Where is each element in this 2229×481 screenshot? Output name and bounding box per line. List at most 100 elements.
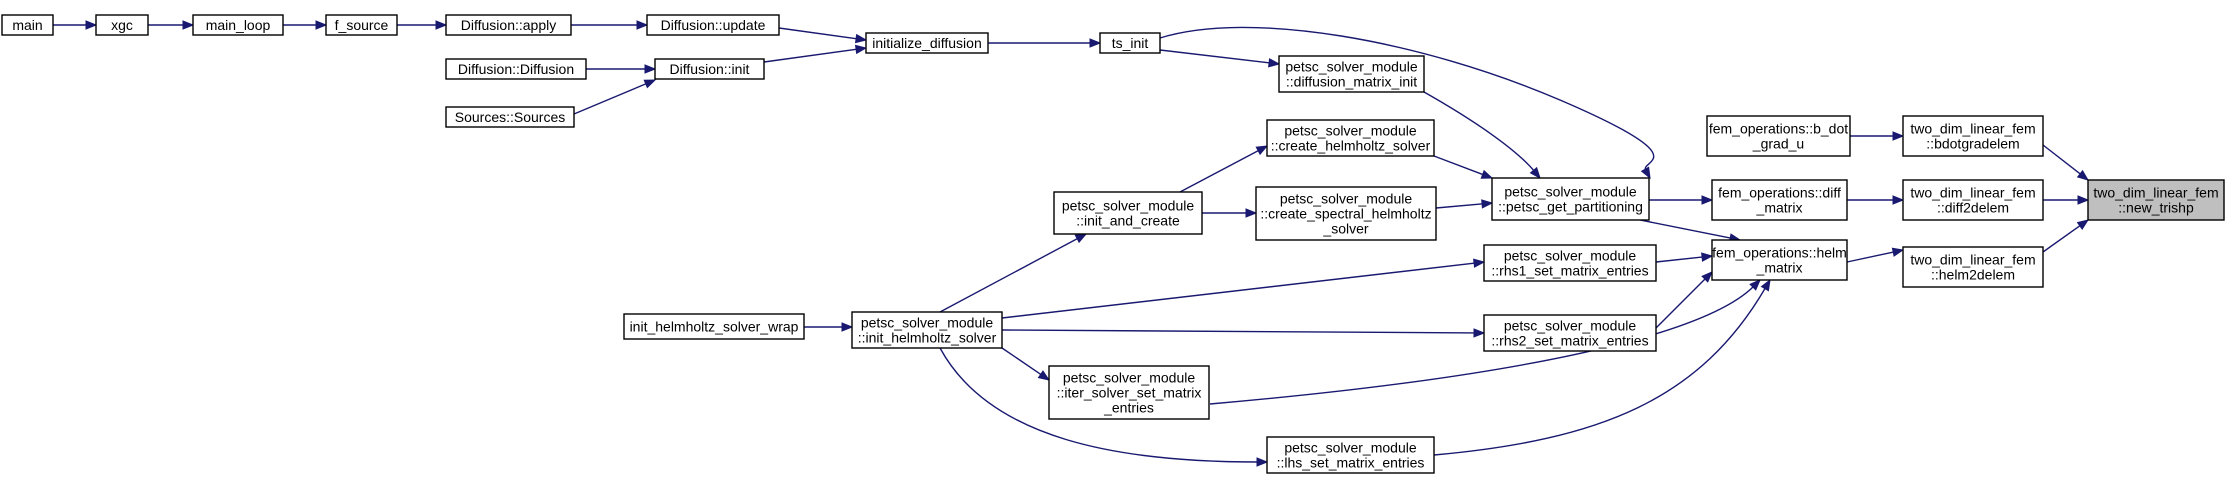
node-label-line: _grad_u (1752, 136, 1804, 152)
node-box (95, 14, 149, 36)
arrowhead-icon (1529, 166, 1541, 180)
edge-b_dot_grad_u-to-bdotgradelem (1850, 131, 1905, 141)
arrowhead-icon (85, 20, 98, 30)
edge-line (573, 82, 647, 115)
node-get-partitioning[interactable]: petsc_solver_module::petsc_get_partition… (1491, 177, 1650, 221)
node-rhs2[interactable]: petsc_solver_module::rhs2_set_matrix_ent… (1483, 314, 1657, 352)
arrowhead-icon (1473, 328, 1486, 338)
node-diff2delem[interactable]: two_dim_linear_fem::diff2delem (1902, 179, 2044, 221)
edge-f_source-to-diff_apply (397, 20, 448, 30)
node-box (654, 58, 765, 80)
edge-rhs2-to-helm_matrix (1655, 271, 1713, 329)
node-label-line: ::helm2delem (1931, 267, 2015, 283)
node-diff-init[interactable]: Diffusion::init (654, 58, 765, 80)
edge-line (1209, 285, 1755, 405)
node-ts-init[interactable]: ts_init (1099, 32, 1161, 54)
edge-line (763, 48, 858, 63)
edge-helm2delem-to-new_trishp (2042, 219, 2090, 253)
node-label-line: ::iter_solver_set_matrix (1057, 385, 1202, 401)
node-label-line: ::lhs_set_matrix_entries (1277, 455, 1425, 471)
edge-line (1655, 277, 1707, 329)
node-label-line: f_source (335, 17, 389, 33)
node-label-line: Diffusion::update (661, 17, 766, 33)
node-box (1711, 239, 1848, 281)
node-label-line: _entries (1103, 400, 1154, 416)
node-label-line: petsc_solver_module (1280, 191, 1413, 207)
arrowhead-icon (2077, 195, 2090, 205)
edge-ts_init-to-get_partitioning (1159, 26, 1655, 180)
edge-line (1639, 219, 1732, 239)
node-main[interactable]: main (1, 14, 54, 36)
node-bdotgradelem[interactable]: two_dim_linear_fem::bdotgradelem (1902, 115, 2044, 157)
arrowhead-icon (1473, 258, 1486, 268)
edge-line (1001, 329, 1476, 334)
node-init-and-create[interactable]: petsc_solver_module::init_and_create (1053, 191, 1203, 235)
node-helm2delem[interactable]: two_dim_linear_fem::helm2delem (1902, 246, 2044, 288)
node-box (445, 14, 572, 36)
arrowhead-icon (644, 64, 657, 74)
edge-diffusion_matrix_init-to-get_partitioning (1423, 91, 1541, 180)
node-create-spectral[interactable]: petsc_solver_module::create_spectral_hel… (1255, 186, 1437, 241)
edge-ts_init-to-diffusion_matrix_init (1159, 49, 1281, 68)
arrowhead-icon (1701, 271, 1713, 283)
edge-main_loop-to-f_source (283, 20, 328, 30)
arrowhead-icon (1089, 38, 1102, 48)
node-label-line: petsc_solver_module (1284, 440, 1417, 456)
node-diff-matrix[interactable]: fem_operations::diff_matrix (1711, 179, 1848, 221)
node-box (1278, 55, 1425, 93)
node-create-helmholtz-solver[interactable]: petsc_solver_module::create_helmholtz_so… (1266, 119, 1435, 157)
node-box (445, 106, 575, 128)
node-sources[interactable]: Sources::Sources (445, 106, 575, 128)
node-helm-matrix[interactable]: fem_operations::helm_matrix (1711, 239, 1848, 281)
edge-line (1423, 91, 1535, 172)
node-label-line: ::diffusion_matrix_init (1286, 74, 1417, 90)
node-init-helmholtz[interactable]: petsc_solver_module::init_helmholtz_solv… (851, 311, 1003, 349)
edge-xgc-to-main_loop (148, 20, 195, 30)
node-box (325, 14, 398, 36)
node-init-diffusion[interactable]: initialize_diffusion (865, 32, 989, 54)
node-lhs[interactable]: petsc_solver_module::lhs_set_matrix_entr… (1266, 436, 1435, 474)
node-xgc[interactable]: xgc (95, 14, 149, 36)
edge-line (1435, 203, 1484, 209)
edge-line (1179, 149, 1260, 193)
node-label-line: ::init_and_create (1076, 213, 1180, 229)
node-label-line: ts_init (1112, 35, 1149, 51)
node-new-trishp[interactable]: two_dim_linear_fem::new_trishp (2087, 179, 2225, 221)
node-label-line: fem_operations::diff (1718, 185, 1841, 201)
arrowhead-icon (1701, 195, 1714, 205)
edge-init_helmholtz-to-lhs (939, 347, 1269, 467)
node-label-line: petsc_solver_module (1504, 184, 1637, 200)
node-box (1902, 246, 2044, 288)
edge-line (1159, 26, 1655, 171)
edge-line (1433, 287, 1767, 456)
node-f-source[interactable]: f_source (325, 14, 398, 36)
node-label-line: petsc_solver_module (1504, 318, 1637, 334)
node-rhs1[interactable]: petsc_solver_module::rhs1_set_matrix_ent… (1483, 244, 1657, 282)
edge-diff_matrix-to-diff2delem (1847, 195, 1905, 205)
edge-init_helmholtz_wrap-to-init_helmholtz (804, 322, 854, 332)
edge-line (1433, 155, 1484, 176)
node-diffusion-matrix-init[interactable]: petsc_solver_module::diffusion_matrix_in… (1278, 55, 1425, 93)
node-box (1483, 314, 1657, 352)
arrowhead-icon (1480, 169, 1494, 179)
node-label-line: two_dim_linear_fem (1910, 185, 2035, 201)
node-main-loop[interactable]: main_loop (192, 14, 284, 36)
node-label-line: fem_operations::b_dot (1709, 121, 1848, 137)
node-box (1706, 115, 1851, 157)
node-diff-apply[interactable]: Diffusion::apply (445, 14, 572, 36)
node-b-dot-grad-u[interactable]: fem_operations::b_dot_grad_u (1706, 115, 1851, 157)
node-box (623, 313, 805, 340)
node-diff-ctor[interactable]: Diffusion::Diffusion (445, 58, 587, 80)
arrowhead-icon (315, 20, 328, 30)
edge-line (1159, 49, 1271, 64)
node-label-line: two_dim_linear_fem (2093, 185, 2218, 201)
node-init-helmholtz-wrap[interactable]: init_helmholtz_solver_wrap (623, 313, 805, 340)
arrowhead-icon (1892, 195, 1905, 205)
node-iter-solver[interactable]: petsc_solver_module::iter_solver_set_mat… (1048, 365, 1210, 420)
node-label-line: xgc (111, 17, 133, 33)
arrowhead-icon (1037, 370, 1051, 381)
node-label-line: Diffusion::init (670, 61, 750, 77)
node-box (1266, 119, 1435, 157)
node-diff-update[interactable]: Diffusion::update (646, 14, 780, 36)
arrowhead-icon (1891, 247, 1905, 257)
